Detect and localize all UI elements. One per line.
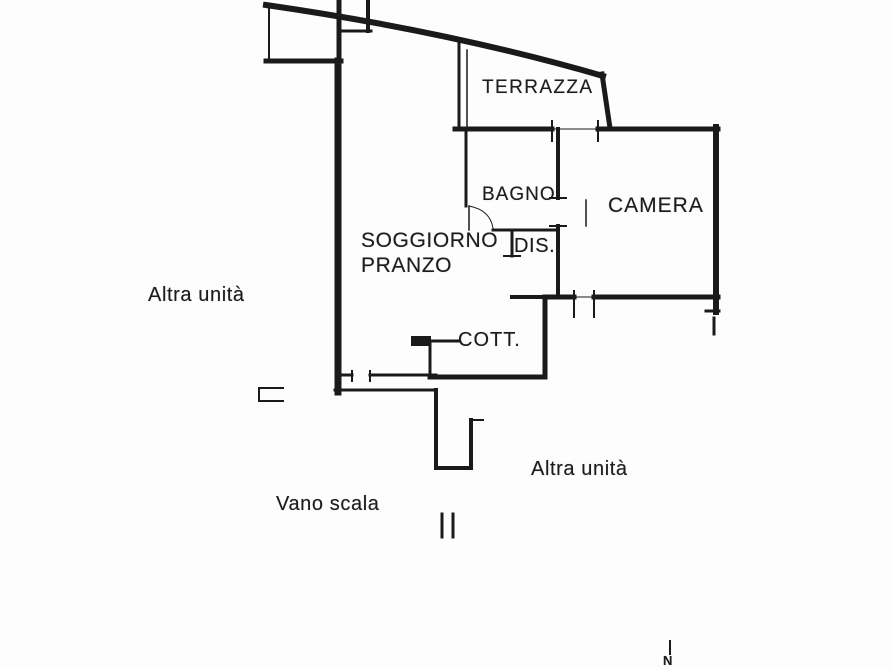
label-altra-unita-left: Altra unità xyxy=(148,284,245,306)
curved-exterior-wall xyxy=(262,1,607,80)
cott-pillar xyxy=(411,336,431,346)
room-label-soggiorno-line2: PRANZO xyxy=(361,254,453,277)
room-label-bagno: BAGNO xyxy=(482,184,556,205)
terrace-right-wall xyxy=(599,71,613,131)
room-label-terrazza: TERRAZZA xyxy=(482,77,594,98)
label-vano-scala: Vano scala xyxy=(276,493,380,515)
room-label-cott: COTT. xyxy=(458,329,521,351)
room-label-dis: DIS. xyxy=(514,235,556,257)
room-label-soggiorno: SOGGIORNO PRANZO xyxy=(361,228,498,278)
floor-plan-walls xyxy=(258,0,721,655)
bagno-door-swing xyxy=(468,205,494,229)
landing-bracket xyxy=(258,387,284,402)
room-label-soggiorno-line1: SOGGIORNO xyxy=(361,229,499,252)
north-indicator-label: N xyxy=(663,653,673,668)
room-label-camera: CAMERA xyxy=(608,194,704,217)
label-altra-unita-right: Altra unità xyxy=(531,458,628,480)
